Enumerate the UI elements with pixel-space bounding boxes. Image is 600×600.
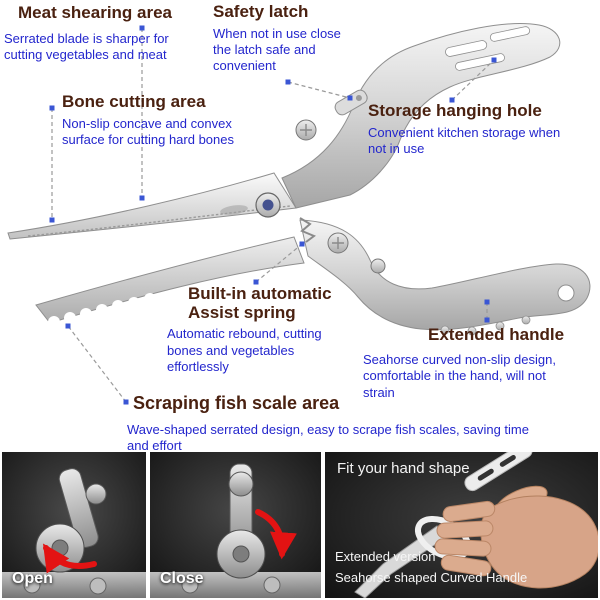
panel-latch-close: Close — [148, 450, 323, 600]
hand — [434, 485, 598, 589]
callout-assist-spring: Built-in automatic Assist spring Automat… — [167, 284, 363, 375]
callout-desc: Serrated blade is sharper for cutting ve… — [4, 31, 169, 63]
callout-desc: Automatic rebound, cutting bones and veg… — [167, 326, 322, 374]
open-label: Open — [12, 570, 53, 587]
panel-fit-hand: Fit your hand shape Extended version Sea… — [323, 450, 600, 600]
callout-title: Storage hanging hole — [368, 101, 542, 120]
callout-desc: When not in use close the latch safe and… — [213, 25, 341, 74]
callout-meat-shearing-desc: Serrated blade is sharper for cutting ve… — [4, 27, 196, 64]
callout-scraping-desc: Wave-shaped serrated design, easy to scr… — [127, 418, 547, 455]
callout-title: Extended handle — [428, 325, 565, 344]
callout-title: Scraping fish scale area — [133, 393, 340, 413]
latch-close-photo — [150, 452, 321, 598]
pivot-screw — [255, 192, 281, 218]
callout-desc: Wave-shaped serrated design, easy to scr… — [127, 422, 529, 454]
open-direction-arrow — [43, 543, 97, 574]
scissors-upper-handle-mini — [464, 452, 533, 492]
callout-title: Bone cutting area — [62, 92, 206, 111]
latch-open-photo — [2, 452, 146, 598]
callout-desc: Non-slip concave and convex surface for … — [62, 115, 234, 147]
scissors-illustration — [7, 23, 591, 405]
callout-title: Meat shearing area — [18, 3, 173, 22]
extended-handle-shape — [299, 219, 591, 336]
close-direction-arrow — [255, 509, 297, 560]
callout-desc: Seahorse curved non-slip design, comfort… — [363, 352, 556, 400]
hand-grip-photo — [325, 452, 598, 598]
fit-hand-title: Fit your hand shape — [337, 460, 470, 477]
callout-connectors — [51, 28, 495, 403]
callout-desc: Convenient kitchen storage when not in u… — [368, 124, 561, 156]
callout-extended-handle: Extended handle — [428, 325, 565, 345]
callout-storage-hanging-hole: Storage hanging hole Convenient kitchen … — [368, 101, 576, 157]
lower-blade — [35, 236, 305, 328]
latch-post-open — [58, 468, 99, 548]
bone-cutting-notch — [220, 205, 248, 215]
callout-markers — [49, 25, 497, 405]
callout-extended-handle-desc: Seahorse curved non-slip design, comfort… — [363, 348, 575, 401]
seahorse-handle-label: Seahorse shaped Curved Handle — [335, 570, 528, 585]
close-label: Close — [160, 570, 204, 587]
callout-title: Built-in automatic Assist spring — [188, 284, 332, 322]
upper-blade — [7, 172, 297, 240]
extended-version-label: Extended version — [335, 549, 436, 564]
callout-bone-cutting-area: Bone cutting area Non-slip concave and c… — [62, 92, 258, 148]
callout-title: Safety latch — [213, 2, 309, 21]
assist-spring-shape — [299, 217, 316, 243]
panel-latch-open: Open — [0, 450, 148, 600]
rivets — [255, 119, 386, 274]
callout-scraping-fish-scale-area: Scraping fish scale area — [133, 393, 340, 414]
callout-meat-shearing-area: Meat shearing area — [18, 3, 173, 23]
callout-safety-latch: Safety latch When not in use close the l… — [213, 2, 345, 74]
